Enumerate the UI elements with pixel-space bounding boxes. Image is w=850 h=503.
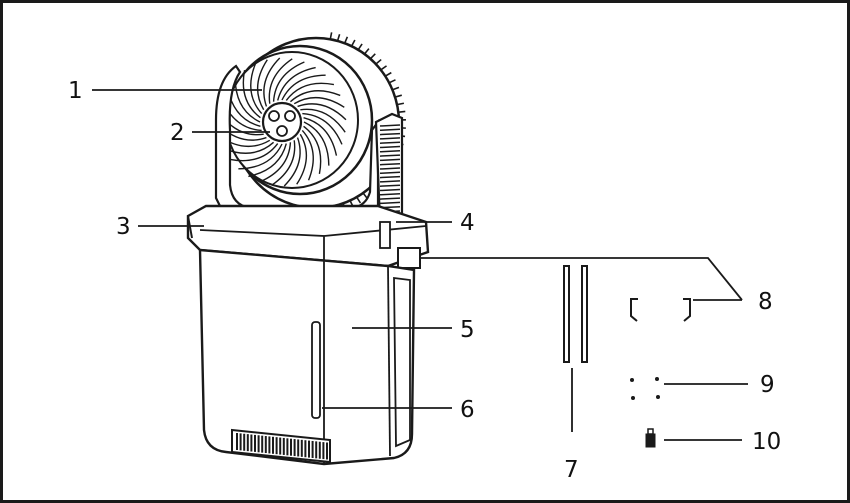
label-5: 5	[460, 317, 475, 343]
screws	[630, 377, 660, 400]
label-10: 10	[752, 429, 781, 455]
label-2: 2	[170, 120, 185, 146]
label-4: 4	[460, 210, 475, 236]
leader-lines	[92, 89, 748, 441]
brackets	[630, 298, 691, 322]
label-1: 1	[68, 78, 83, 104]
label-7: 7	[564, 457, 579, 483]
ice-pack-icon	[645, 428, 656, 448]
label-9: 9	[760, 372, 775, 398]
label-3: 3	[116, 214, 131, 240]
label-6: 6	[460, 397, 475, 423]
rods	[563, 265, 588, 363]
water-level-window	[311, 321, 321, 419]
water-tank-icon	[186, 204, 430, 466]
label-8: 8	[758, 289, 773, 315]
